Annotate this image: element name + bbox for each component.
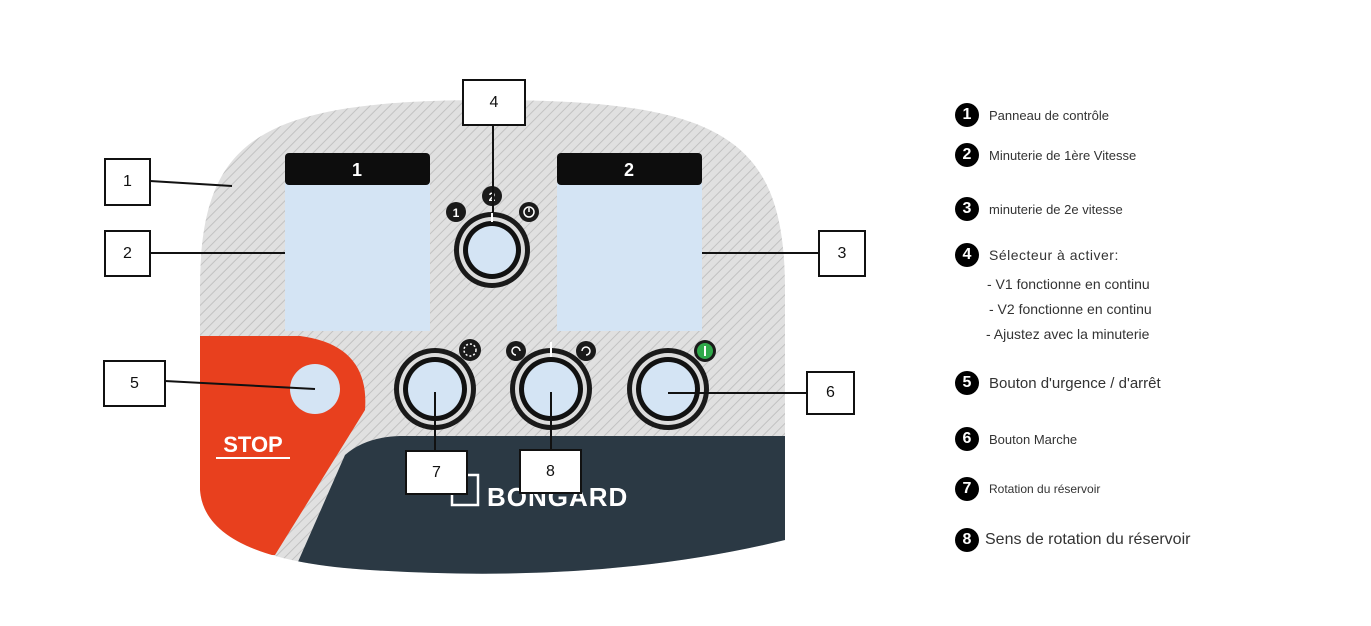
legend-item-5: 5 Bouton d'urgence / d'arrêt xyxy=(955,371,1161,395)
callout-1: 1 xyxy=(104,158,151,206)
rotation-icon xyxy=(459,339,481,361)
legend-text: minuterie de 2e vitesse xyxy=(989,201,1123,217)
number-4-icon: 4 xyxy=(955,243,979,267)
legend-text: Bouton d'urgence / d'arrêt xyxy=(989,374,1161,392)
number-2-icon: 2 xyxy=(955,143,979,167)
legend-item-1: 1 Panneau de contrôle xyxy=(955,103,1109,127)
timer-2-label: 2 xyxy=(624,160,634,180)
rotate-left-icon xyxy=(506,341,526,361)
timer-1-header xyxy=(285,153,430,185)
legend-text: Panneau de contrôle xyxy=(989,107,1109,123)
legend-text: Rotation du réservoir xyxy=(989,482,1101,496)
number-5-icon: 5 xyxy=(955,371,979,395)
svg-text:1: 1 xyxy=(453,206,460,220)
timer-1-display xyxy=(285,183,430,331)
timer-2-display xyxy=(557,183,702,331)
legend-text: Minuterie de 1ère Vitesse xyxy=(989,147,1137,163)
legend-sub-item: - V2 fonctionne en continu xyxy=(989,301,1152,317)
callout-6: 6 xyxy=(806,371,855,415)
number-1-icon: 1 xyxy=(955,103,979,127)
callout-5: 5 xyxy=(103,360,166,407)
legend-item-8: 8 Sens de rotation du réservoir xyxy=(955,528,1190,552)
leader-lines xyxy=(149,125,818,452)
start-button[interactable] xyxy=(627,348,709,430)
timer-2-header xyxy=(557,153,702,185)
number-3-icon: 3 xyxy=(955,197,979,221)
callout-4: 4 xyxy=(462,79,526,126)
legend-item-4: 4 Sélecteur à activer: xyxy=(955,243,1119,267)
legend-item-7: 7 Rotation du réservoir xyxy=(955,477,1100,501)
number-6-icon: 6 xyxy=(955,427,979,451)
callout-3: 3 xyxy=(818,230,866,277)
number-7-icon: 7 xyxy=(955,477,979,501)
legend-item-6: 6 Bouton Marche xyxy=(955,427,1077,451)
tank-direction-knob[interactable] xyxy=(510,342,592,430)
rotate-right-icon xyxy=(576,341,596,361)
power-icon xyxy=(694,340,716,362)
number-8-icon: 8 xyxy=(955,528,979,552)
legend-text: Bouton Marche xyxy=(989,431,1078,447)
legend-sub-item: - Ajustez avec la minuterie xyxy=(986,326,1150,342)
callout-8: 8 xyxy=(519,449,582,494)
timer-1-label: 1 xyxy=(352,160,362,180)
speed-selector-knob[interactable] xyxy=(454,212,530,288)
callout-2: 2 xyxy=(104,230,151,277)
legend-text: Sens de rotation du réservoir xyxy=(985,531,1191,548)
tank-rotation-knob[interactable] xyxy=(394,348,476,430)
selector-timer-icon xyxy=(519,202,539,222)
selector-mark-1-icon: 1 xyxy=(446,202,466,222)
callout-7: 7 xyxy=(405,450,468,495)
stop-label: STOP xyxy=(223,432,283,457)
legend-text: Sélecteur à activer: xyxy=(989,247,1119,263)
legend-item-3: 3 minuterie de 2e vitesse xyxy=(955,197,1123,221)
legend-item-2: 2 Minuterie de 1ère Vitesse xyxy=(955,143,1136,167)
legend-sub-item: - V1 fonctionne en continu xyxy=(987,276,1150,292)
